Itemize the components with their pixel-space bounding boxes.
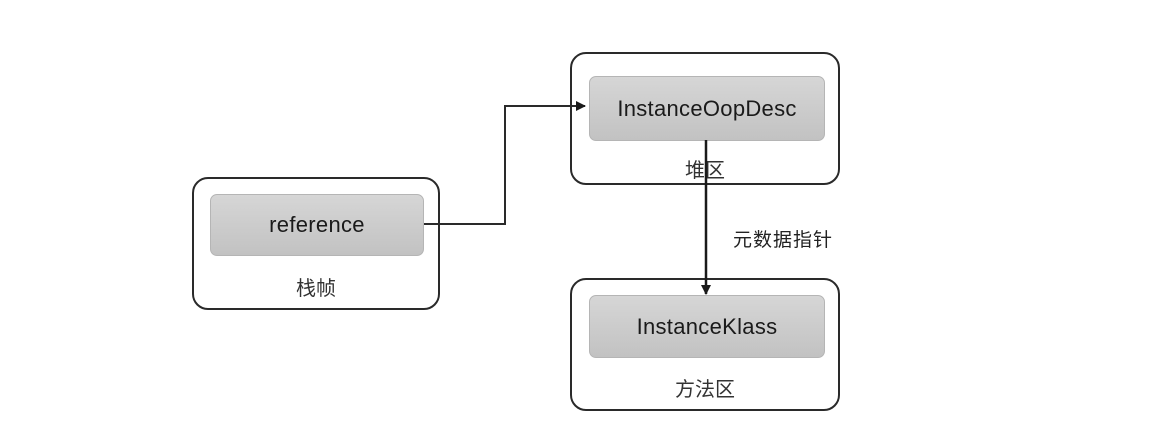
- instance-oop-desc-node[interactable]: InstanceOopDesc: [589, 76, 825, 141]
- method-area-container: InstanceKlass 方法区: [570, 278, 840, 411]
- instance-oop-desc-label: InstanceOopDesc: [617, 95, 797, 121]
- reference-node[interactable]: reference: [210, 194, 424, 256]
- instance-klass-node[interactable]: InstanceKlass: [589, 295, 825, 358]
- reference-label: reference: [269, 212, 365, 237]
- reference-to-oop-arrow: [424, 101, 586, 225]
- heap-container: InstanceOopDesc 堆区: [570, 52, 840, 185]
- stack-frame-label: 栈帧: [296, 276, 336, 300]
- stack-frame-container: reference 栈帧: [192, 177, 440, 310]
- instance-klass-label: InstanceKlass: [636, 313, 778, 339]
- method-area-label: 方法区: [675, 377, 735, 401]
- metadata-pointer-label: 元数据指针: [733, 229, 834, 251]
- heap-label: 堆区: [685, 158, 725, 182]
